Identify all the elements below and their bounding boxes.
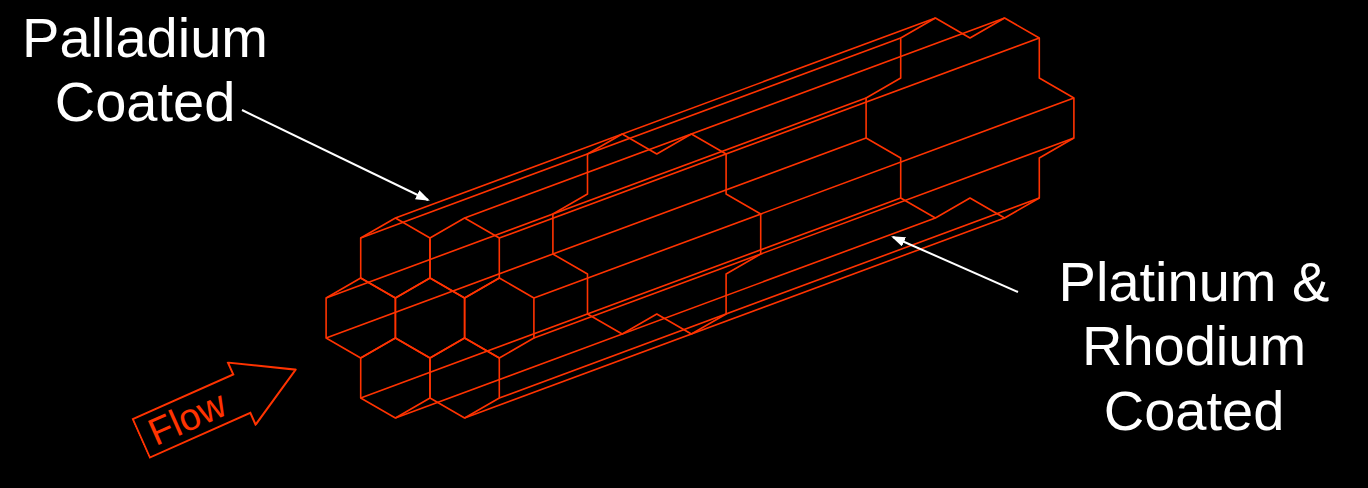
honeycomb-substrate <box>326 18 1074 418</box>
callout-label: Palladium Coated <box>5 6 285 135</box>
cell-hexagon <box>361 338 430 418</box>
arrow-shape <box>127 339 309 470</box>
channel-edge <box>326 138 866 338</box>
callout-label: Platinum & Rhodium Coated <box>1024 250 1364 443</box>
label-text: Platinum & Rhodium Coated <box>1059 250 1330 442</box>
channel-edge <box>326 98 866 298</box>
segment-boundary <box>553 134 761 334</box>
leader-line <box>893 237 1018 292</box>
channel-edge <box>395 218 935 418</box>
channel-edge <box>499 38 1039 238</box>
channel-edge <box>534 98 1074 298</box>
channel-edge <box>465 218 1005 418</box>
channel-edge <box>534 138 1074 338</box>
channel-edge <box>395 18 935 218</box>
rear-outline <box>866 18 1074 218</box>
flow-arrow: Flow <box>126 337 311 471</box>
leader-line <box>242 110 428 200</box>
channel-edge <box>499 198 1039 398</box>
cell-hexagon <box>361 218 430 298</box>
cell-hexagon <box>326 278 395 358</box>
channel-edge <box>361 198 901 398</box>
label-text: Palladium Coated <box>22 6 268 133</box>
channel-edge <box>465 18 1005 218</box>
